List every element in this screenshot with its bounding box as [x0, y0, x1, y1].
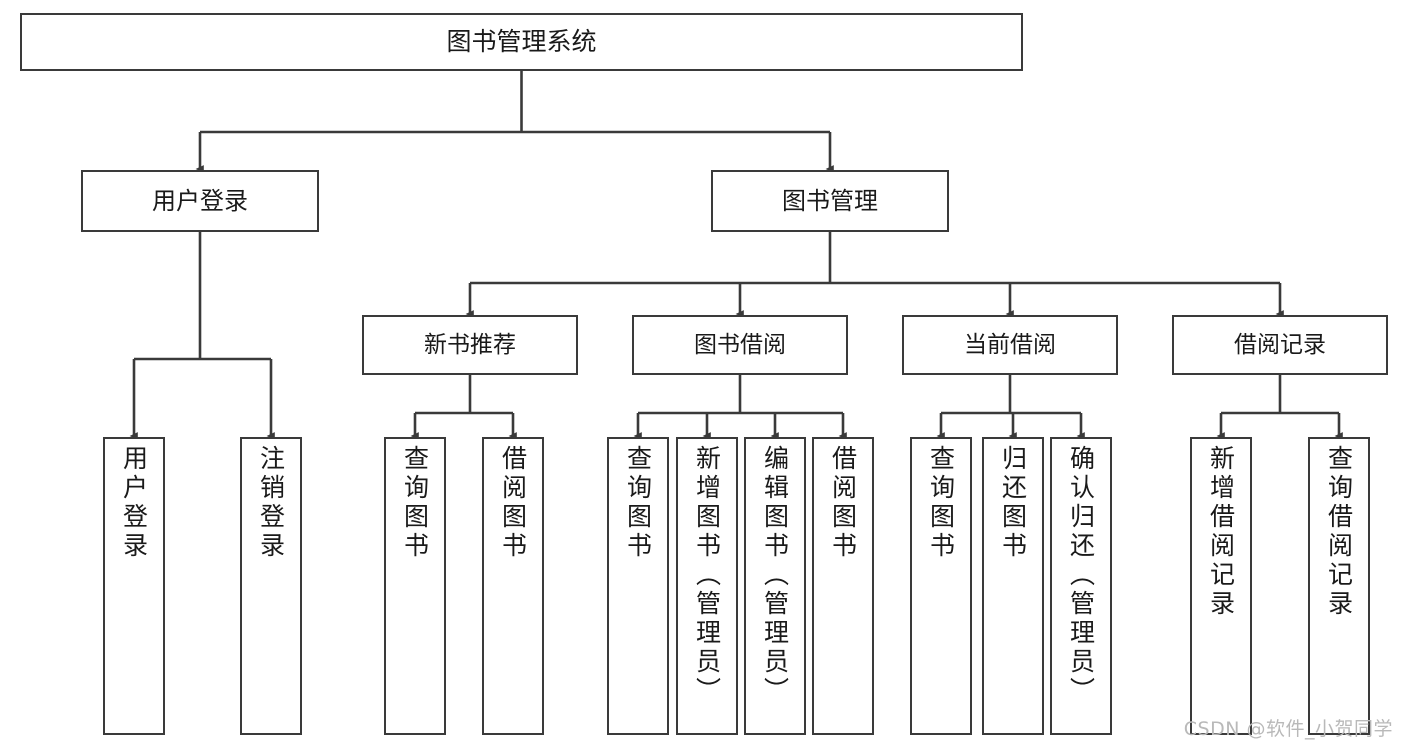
node-leaf-confirm-return[interactable]: 确认归还（管理员） — [1050, 437, 1112, 735]
node-leaf-user-logout[interactable]: 注销登录 — [240, 437, 302, 735]
node-leaf-add-record[interactable]: 新增借阅记录 — [1190, 437, 1252, 735]
node-label: 新增借阅记录 — [1206, 445, 1236, 619]
node-leaf-query-book-1[interactable]: 查询图书 — [384, 437, 446, 735]
node-leaf-query-book-3[interactable]: 查询图书 — [910, 437, 972, 735]
node-leaf-add-book[interactable]: 新增图书（管理员） — [676, 437, 738, 735]
node-label: 借阅图书 — [828, 445, 858, 561]
node-label: 查询图书 — [400, 445, 430, 561]
node-label: 用户登录 — [119, 445, 149, 561]
node-label: 查询图书 — [623, 445, 653, 561]
node-label: 图书管理 — [782, 187, 878, 215]
node-leaf-query-book-2[interactable]: 查询图书 — [607, 437, 669, 735]
node-label: 查询借阅记录 — [1324, 445, 1354, 619]
node-root[interactable]: 图书管理系统 — [20, 13, 1023, 71]
node-label: 确认归还（管理员） — [1066, 445, 1096, 706]
node-label: 查询图书 — [926, 445, 956, 561]
node-label: 用户登录 — [152, 187, 248, 215]
node-book-borrow[interactable]: 图书借阅 — [632, 315, 848, 375]
node-label: 当前借阅 — [964, 331, 1056, 358]
node-label: 图书管理系统 — [446, 27, 597, 57]
node-label: 归还图书 — [998, 445, 1028, 561]
node-book-manage[interactable]: 图书管理 — [711, 170, 949, 232]
node-label: 图书借阅 — [694, 331, 786, 358]
node-leaf-return-book[interactable]: 归还图书 — [982, 437, 1044, 735]
node-current-borrow[interactable]: 当前借阅 — [902, 315, 1118, 375]
node-leaf-borrow-book-2[interactable]: 借阅图书 — [812, 437, 874, 735]
node-label: 编辑图书（管理员） — [760, 445, 790, 706]
node-new-book-rec[interactable]: 新书推荐 — [362, 315, 578, 375]
node-leaf-edit-book[interactable]: 编辑图书（管理员） — [744, 437, 806, 735]
node-leaf-query-record[interactable]: 查询借阅记录 — [1308, 437, 1370, 735]
node-label: 新书推荐 — [424, 331, 516, 358]
node-label: 借阅图书 — [498, 445, 528, 561]
node-leaf-user-login[interactable]: 用户登录 — [103, 437, 165, 735]
node-label: 注销登录 — [256, 445, 286, 561]
watermark-text: CSDN @软件_小贺同学 — [1183, 718, 1393, 740]
node-borrow-record[interactable]: 借阅记录 — [1172, 315, 1388, 375]
node-label: 新增图书（管理员） — [692, 445, 722, 706]
node-label: 借阅记录 — [1234, 331, 1326, 358]
node-leaf-borrow-book-1[interactable]: 借阅图书 — [482, 437, 544, 735]
node-user-login[interactable]: 用户登录 — [81, 170, 319, 232]
